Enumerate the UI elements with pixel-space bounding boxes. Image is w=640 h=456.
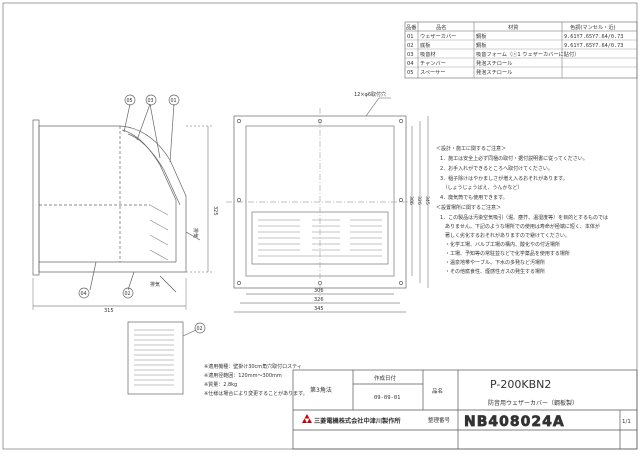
row-no: 03 xyxy=(407,52,414,58)
spec-block: ※適用機種：壁掛け30cm角穴取付ロスティ ※適用径範囲：120mm～300mm… xyxy=(204,363,308,397)
table-header-no: 品番 xyxy=(406,24,417,31)
row-material: 吸音フォーム（ⓢ1 ウェザーカバーに貼付） xyxy=(476,50,579,58)
sheet-number: 1/1 xyxy=(622,419,631,425)
row-no: 01 xyxy=(407,34,414,40)
drawing-no-label: 整理番号 xyxy=(428,416,451,424)
spec-line: ※質量：2.8kg xyxy=(204,381,237,388)
dim-front-h1: 306 xyxy=(408,196,414,205)
table-header-color: 色調(マンセル・近) xyxy=(570,23,616,31)
notes-use-item: ありません。下記のような場所での使用は寿命が極端に短く、本体が xyxy=(440,223,600,230)
notes-design-item: （しょうじょうばえ、うんかなど） xyxy=(440,184,523,191)
model-number: P-200KBN2 xyxy=(490,378,551,391)
dim-front-h2: 326 xyxy=(416,196,422,205)
airflow-label-bottom: 排気 xyxy=(150,281,160,288)
notes-use-title: ＜設置場所に関するご注意＞ xyxy=(436,204,501,211)
notes-use-item: 1．この製品は汚染空気吸引（堀、塵芥、温湿度等）を目的とするものでは xyxy=(440,214,608,221)
row-no: 04 xyxy=(407,61,414,67)
notes-use-item: ・その他腐食性、煙感性ガスの発生する場所 xyxy=(440,268,545,275)
dim-front-d3: 345 xyxy=(314,306,324,312)
row-material: 鋼板 xyxy=(476,41,487,49)
row-name: 吸音材 xyxy=(420,50,436,58)
notes-design-item: 1．施工は安全上必ず同梱の取付・据付説明書に従ってください。 xyxy=(440,155,588,162)
row-name: チャンバー xyxy=(420,60,446,67)
product-name: 防音用ウェザーカバー（鋼板製） xyxy=(488,399,578,407)
callout-02-bottom: 02 xyxy=(197,326,203,332)
bolt-holes-label: 12×φ6取付穴 xyxy=(354,91,386,98)
callout-01: 01 xyxy=(171,98,177,104)
side-view xyxy=(32,94,212,310)
parts-table: 品番 品名 材質 色調(マンセル・近) 01 ウェザーカバー 鋼板 9.61Y7… xyxy=(404,21,638,79)
callout-05: 05 xyxy=(127,98,133,104)
dim-front-d2: 326 xyxy=(314,297,324,303)
projection-label: 第3角法 xyxy=(310,386,332,394)
notes-use-item: 著しく劣化するおそれがありますので避けてください。 xyxy=(440,232,570,239)
front-view xyxy=(226,97,429,313)
row-name: スペーサー xyxy=(420,69,445,76)
date-label: 作成日付 xyxy=(374,374,397,382)
spec-line: ※仕様は場合により変更することがあります。 xyxy=(204,390,308,397)
row-material: 発泡スチロール xyxy=(476,68,512,76)
title-block xyxy=(292,369,638,450)
mitsubishi-logo-icon xyxy=(302,414,312,423)
callout-02: 02 xyxy=(125,291,131,297)
row-color: 9.61Y7.65Y7.64/0.73 xyxy=(564,34,623,40)
product-name-label: 品名 xyxy=(432,387,443,395)
notes-use-item: ・工場、予知等の常駐並などで化学薬品を使用する場所 xyxy=(440,250,570,257)
date-value: 09-09-01 xyxy=(374,395,401,401)
row-color: 9.61Y7.65Y7.64/0.73 xyxy=(564,43,623,49)
row-no: 05 xyxy=(407,70,414,76)
notes-use-item: ・温泉地帯や一ブル、下水の多発など汚場所 xyxy=(440,259,545,266)
spec-line: ※適用径範囲：120mm～300mm xyxy=(204,372,282,379)
dim-front-h3: 345 xyxy=(424,196,430,205)
callout-04: 04 xyxy=(81,291,87,297)
dim-side-width: 315 xyxy=(104,308,114,314)
row-name: ウェザーカバー xyxy=(420,32,456,40)
notes-design-item: 3．稲子除けはやかましさが増え入るおそれがあります。 xyxy=(440,175,568,182)
notes-design-item: 2．お手入れができるところへ取付けてください。 xyxy=(440,165,553,172)
table-header-name: 品名 xyxy=(436,23,446,31)
table-header-material: 材質 xyxy=(508,23,518,31)
row-name: 底板 xyxy=(420,41,431,49)
notes-use-item: ・化学工場、バルブ工場の構内、酸化やの付近場所 xyxy=(440,241,560,248)
dim-side-height: 325 xyxy=(212,206,218,216)
dim-front-d1: 306 xyxy=(314,288,324,294)
bottom-view xyxy=(127,321,206,395)
row-no: 02 xyxy=(407,43,414,49)
notes-design-title: ＜設計・施工に関するご注意＞ xyxy=(436,145,506,152)
drawing-number: NB408024A xyxy=(464,414,565,430)
callout-03: 03 xyxy=(148,98,154,104)
notes-block: ＜設計・施工に関するご注意＞ 1．施工は安全上必ず同梱の取付・据付説明書に従って… xyxy=(436,145,608,275)
spec-line: ※適用機種：壁掛け30cm角穴取付ロスティ xyxy=(204,363,302,370)
company-name: 三菱電機株式会社中津川製作所 xyxy=(314,417,401,425)
notes-design-item: 4．廃気筒でも使用できます。 xyxy=(440,194,508,201)
airflow-label-left: 排気 xyxy=(192,228,199,238)
row-material: 鋼板 xyxy=(476,32,487,40)
row-material: 発泡スチロール xyxy=(476,59,512,67)
